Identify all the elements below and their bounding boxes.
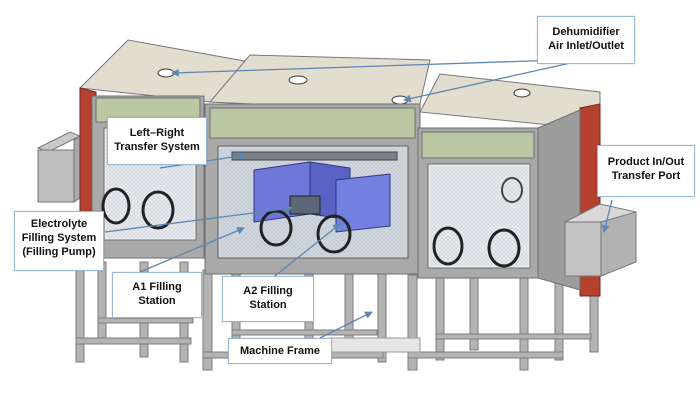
- left-right-transfer-callout: Left–Right Transfer System: [107, 117, 207, 165]
- center-glovebox-module: [204, 54, 431, 275]
- frame-shelf: [329, 337, 421, 353]
- a2-station-callout: A2 Filling Station: [222, 276, 314, 322]
- dehumidifier-callout: Dehumidifier Air Inlet/Outlet: [537, 16, 635, 64]
- left-side-port-box: [36, 131, 82, 203]
- electrolyte-filling-callout: Electrolyte Filling System (Filling Pump…: [14, 211, 104, 271]
- machine-frame-callout: Machine Frame: [228, 338, 332, 364]
- product-transfer-port-callout: Product In/Out Transfer Port: [597, 145, 695, 197]
- a1-station-callout: A1 Filling Station: [112, 272, 202, 318]
- callout-leaders: [104, 59, 613, 339]
- right-transfer-port-box: [563, 203, 638, 277]
